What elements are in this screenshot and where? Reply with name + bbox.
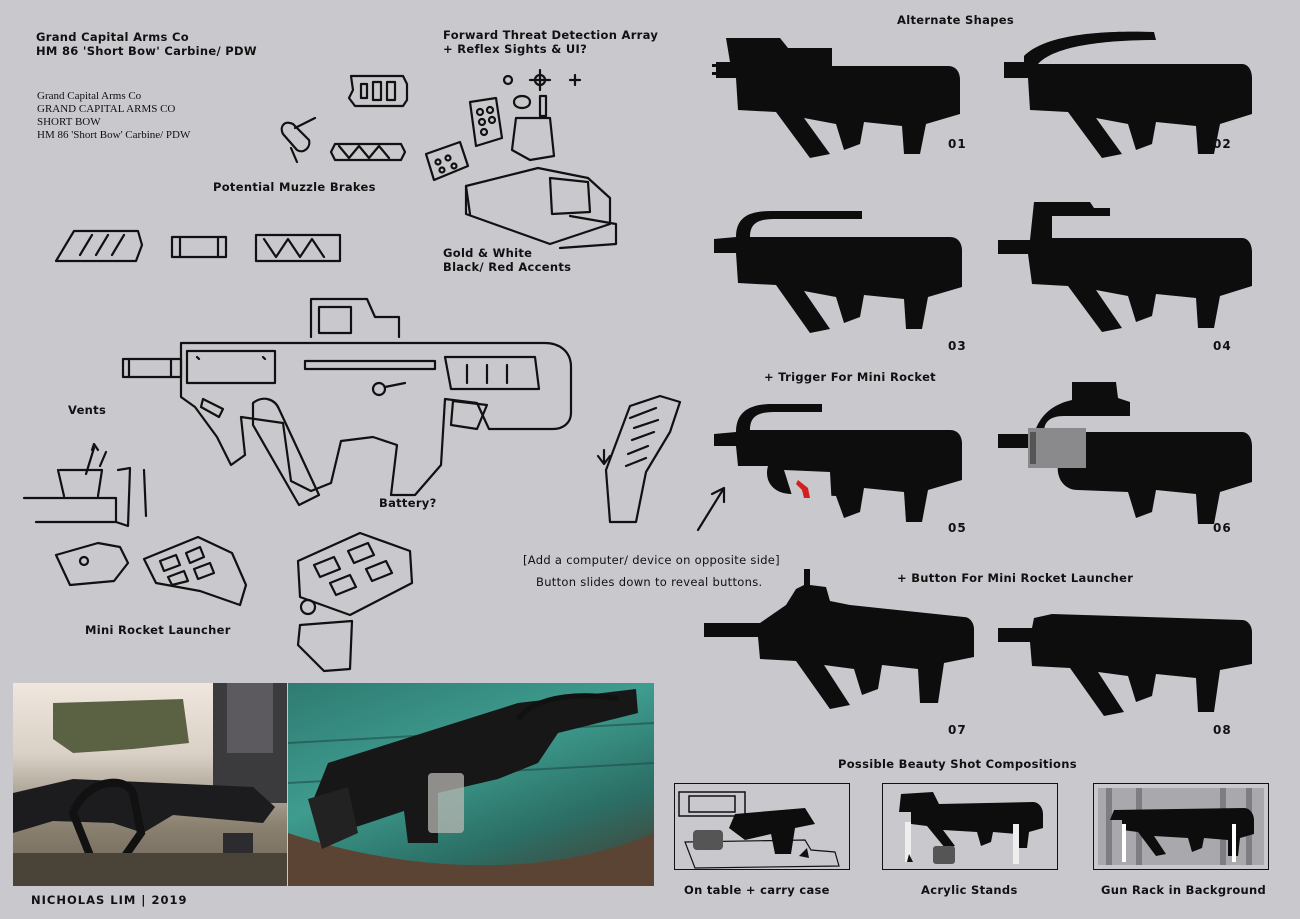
alt-label-06: 06 bbox=[1213, 521, 1232, 535]
alt-label-05: 05 bbox=[948, 521, 967, 535]
model-title: HM 86 'Short Bow' Carbine/ PDW bbox=[36, 44, 257, 58]
rocket-trigger-note: + Trigger For Mini Rocket bbox=[764, 370, 936, 384]
threat-array-label: Forward Threat Detection Array bbox=[443, 28, 659, 42]
artist-credit: NICHOLAS LIM | 2019 bbox=[31, 893, 188, 907]
muzzle-brakes-label: Potential Muzzle Brakes bbox=[213, 180, 376, 194]
rocket-launcher-label: Mini Rocket Launcher bbox=[85, 623, 231, 637]
alt-label-02: 02 bbox=[1213, 137, 1232, 151]
vents-label: Vents bbox=[68, 403, 107, 417]
rocket-launcher-open-sketch bbox=[296, 531, 414, 673]
logo-line: Grand Capital Arms Co bbox=[37, 90, 142, 102]
logo-line: GRAND CAPITAL ARMS CO bbox=[37, 103, 176, 115]
reference-photo-right bbox=[288, 683, 654, 886]
silhouette-08 bbox=[998, 614, 1252, 716]
colors-label-1: Gold & White bbox=[443, 246, 533, 260]
threat-array-sketch bbox=[424, 68, 618, 250]
computer-note: [Add a computer/ device on opposite side… bbox=[523, 553, 780, 567]
reference-photo-left bbox=[13, 683, 287, 886]
composition-thumb-stands bbox=[882, 783, 1058, 870]
composition-thumb-table bbox=[674, 783, 850, 870]
reflex-sights-label: + Reflex Sights & UI? bbox=[443, 42, 588, 56]
silhouette-04 bbox=[998, 202, 1252, 332]
main-rifle-line-drawing bbox=[121, 297, 573, 507]
vents-sketch bbox=[22, 442, 148, 528]
muzzle-brake-sketches-top bbox=[280, 74, 409, 164]
colors-label-2: Black/ Red Accents bbox=[443, 260, 572, 274]
alt-label-04: 04 bbox=[1213, 339, 1232, 353]
alt-label-07: 07 bbox=[948, 723, 967, 737]
alt-label-08: 08 bbox=[1213, 723, 1232, 737]
alt-label-03: 03 bbox=[948, 339, 967, 353]
silhouette-02 bbox=[1004, 31, 1252, 158]
silhouette-05 bbox=[714, 404, 962, 522]
company-title: Grand Capital Arms Co bbox=[36, 30, 189, 44]
caption-rack: Gun Rack in Background bbox=[1101, 883, 1267, 897]
caption-stands: Acrylic Stands bbox=[921, 883, 1018, 897]
beauty-title: Possible Beauty Shot Compositions bbox=[838, 757, 1077, 771]
alternates-title: Alternate Shapes bbox=[897, 13, 1014, 27]
composition-thumb-rack bbox=[1093, 783, 1269, 870]
muzzle-brake-sketches-bottom bbox=[54, 229, 342, 263]
logo-line: SHORT BOW bbox=[37, 116, 101, 128]
button-note: Button slides down to reveal buttons. bbox=[536, 575, 763, 589]
caption-table: On table + carry case bbox=[684, 883, 830, 897]
silhouette-03 bbox=[714, 211, 962, 333]
silhouette-06 bbox=[998, 382, 1252, 524]
battery-label: Battery? bbox=[379, 496, 437, 510]
rocket-launcher-sketch bbox=[54, 535, 248, 607]
rocket-button-note: + Button For Mini Rocket Launcher bbox=[897, 571, 1134, 585]
grip-button-sketch bbox=[596, 394, 726, 532]
alt-label-01: 01 bbox=[948, 137, 967, 151]
silhouette-01 bbox=[712, 38, 960, 158]
silhouette-07 bbox=[704, 569, 974, 709]
logo-line: HM 86 'Short Bow' Carbine/ PDW bbox=[37, 129, 191, 141]
